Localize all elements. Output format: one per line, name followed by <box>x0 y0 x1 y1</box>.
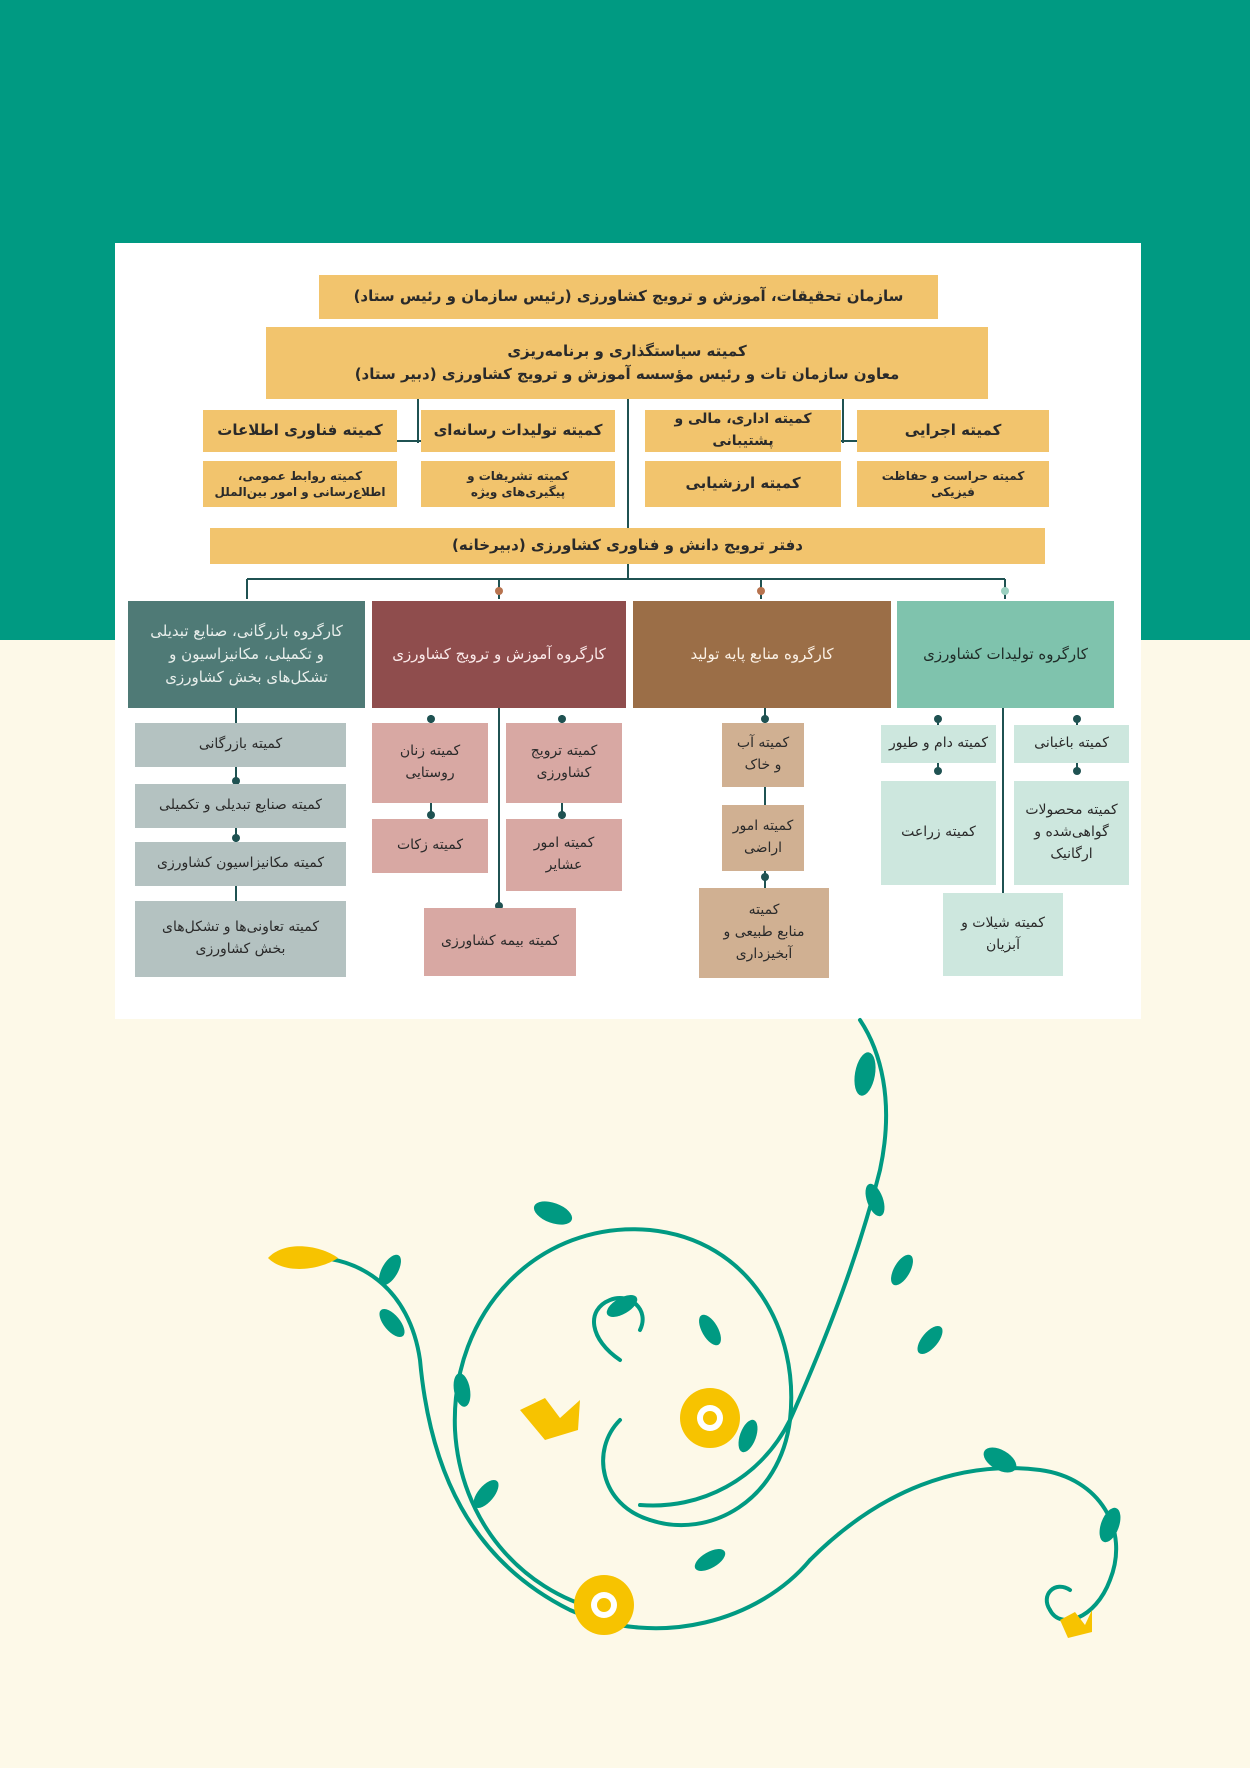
org-chart: سازمان تحقیقات، آموزش و ترویج کشاورزی (ر… <box>115 243 1141 1019</box>
flower-icon <box>680 1388 740 1448</box>
production-working-group: کارگروه تولیدات کشاورزی <box>897 601 1114 708</box>
protocol-committee-node: کمیته تشریفات و پیگیری‌های ویژه <box>421 461 615 507</box>
trade-committee-node: کمیته بازرگانی <box>135 723 346 767</box>
cooperatives-committee-node: کمیته تعاونی‌ها و تشکل‌های بخش کشاورزی <box>135 901 346 977</box>
pr-committee-node: کمیته روابط عمومی، اطلاع‌رسانی و امور بی… <box>203 461 397 507</box>
livestock-committee-node: کمیته دام و طیور <box>881 725 996 763</box>
processing-industries-committee-node: کمیته صنایع تبدیلی و تکمیلی <box>135 784 346 828</box>
zakat-committee-node: کمیته زکات <box>372 819 488 873</box>
exec-committee-node: کمیته اجرایی <box>857 410 1049 452</box>
org-head-node: سازمان تحقیقات، آموزش و ترویج کشاورزی (ر… <box>319 275 938 319</box>
resources-working-group: کارگروه منابع پایه تولید <box>633 601 891 708</box>
tribes-committee-node: کمیته امور عشایر <box>506 819 622 891</box>
secretariat-node: دفتر ترویج دانش و فناوری کشاورزی (دبیرخا… <box>210 528 1045 564</box>
admin-committee-node: کمیته اداری، مالی و پشتیبانی <box>645 410 841 452</box>
land-affairs-committee-node: کمیته امور اراضی <box>722 805 804 871</box>
water-soil-committee-node: کمیته آب و خاک <box>722 723 804 787</box>
security-committee-node: کمیته حراست و حفاظت فیزیکی <box>857 461 1049 507</box>
policy-committee-node: کمیته سیاستگذاری و برنامه‌ریزی معاون ساز… <box>266 327 988 399</box>
mechanization-committee-node: کمیته مکانیزاسیون کشاورزی <box>135 842 346 886</box>
eval-committee-node: کمیته ارزشیابی <box>645 461 841 507</box>
it-committee-node: کمیته فناوری اطلاعات <box>203 410 397 452</box>
natural-resources-committee-node: کمیته منابع طبیعی و آبخیزداری <box>699 888 829 978</box>
certified-organic-committee-node: کمیته محصولات گواهی‌شده و ارگانیک <box>1014 781 1129 885</box>
trade-working-group: کارگروه بازرگانی، صنایع تبدیلی و تکمیلی،… <box>128 601 365 708</box>
rural-women-committee-node: کمیته زنان روستایی <box>372 723 488 803</box>
extension-committee-node: کمیته ترویج کشاورزی <box>506 723 622 803</box>
farming-committee-node: کمیته زراعت <box>881 781 996 885</box>
media-committee-node: کمیته تولیدات رسانه‌ای <box>421 410 615 452</box>
horticulture-committee-node: کمیته باغبانی <box>1014 725 1129 763</box>
fisheries-committee-node: کمیته شیلات و آبزیان <box>943 893 1063 976</box>
flower-icon <box>574 1575 634 1635</box>
education-working-group: کارگروه آموزش و ترویج کشاورزی <box>372 601 626 708</box>
agri-insurance-committee-node: کمیته بیمه کشاورزی <box>424 908 576 976</box>
